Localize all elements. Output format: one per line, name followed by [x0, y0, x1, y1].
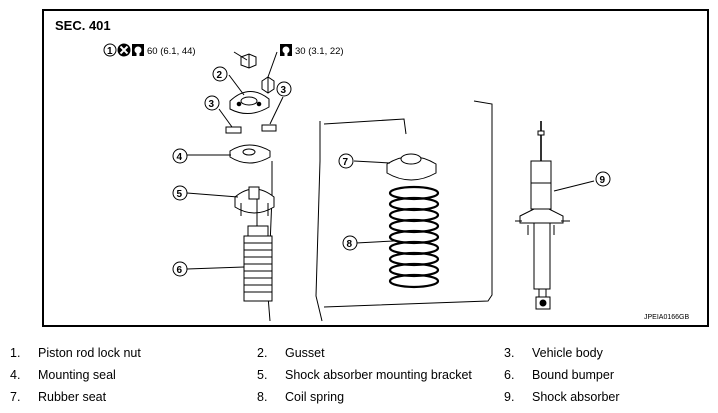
- mounting-seal-drawing: [187, 144, 271, 164]
- torque-spec-row: 1 60 (6.1, 44) 30 (3.1, 22): [103, 43, 344, 57]
- callout-9: 9: [595, 171, 611, 187]
- callout-7: 7: [338, 153, 354, 169]
- bound-bumper-drawing: [186, 225, 273, 302]
- piston-rod-lock-nut-drawing: [233, 51, 257, 69]
- svg-text:4: 4: [177, 152, 183, 163]
- svg-text:6: 6: [177, 265, 183, 276]
- torque-wrench-icon: [280, 44, 292, 56]
- torque-value-2: 30 (3.1, 22): [295, 46, 344, 57]
- legend-number: 2.: [257, 346, 268, 360]
- callout-markers: 2 3 3 4 5 6 7: [172, 66, 611, 277]
- legend-number: 7.: [10, 390, 21, 404]
- callout-6: 6: [172, 261, 188, 277]
- legend-number: 5.: [257, 368, 268, 382]
- image-code: JPEIA0166GB: [644, 314, 689, 321]
- mounting-bracket-drawing: [186, 186, 275, 226]
- legend-label: Gusset: [285, 346, 325, 360]
- callout-4: 4: [172, 148, 188, 164]
- legend-label: Mounting seal: [38, 368, 116, 382]
- callout-2: 2: [212, 66, 228, 82]
- callout-8: 8: [342, 235, 358, 251]
- legend-label: Piston rod lock nut: [38, 346, 141, 360]
- svg-text:7: 7: [343, 157, 349, 168]
- vehicle-body-outline: [267, 100, 493, 322]
- svg-text:2: 2: [217, 70, 223, 81]
- torque-wrench-icon: [132, 44, 144, 56]
- legend-label: Shock absorber mounting bracket: [285, 368, 472, 382]
- legend-number: 9.: [504, 390, 515, 404]
- vehicle-body-tab-right: [261, 96, 284, 132]
- legend-number: 6.: [504, 368, 515, 382]
- legend-number: 1.: [10, 346, 21, 360]
- svg-text:5: 5: [177, 189, 183, 200]
- bumper-bellows: [244, 242, 272, 293]
- svg-text:1: 1: [107, 46, 113, 57]
- legend-number: 3.: [504, 346, 515, 360]
- callout-3-left: 3: [204, 95, 220, 111]
- gusset-drawing: [228, 74, 270, 114]
- diagram-frame: SEC. 401 1 60 (6.1, 44) 30 (3.1,: [42, 9, 709, 327]
- spring-coil-turn: [388, 273, 440, 289]
- coil-spring-drawing: [388, 185, 440, 289]
- torque-value-1: 60 (6.1, 44): [147, 46, 196, 57]
- legend-number: 4.: [10, 368, 21, 382]
- body-nut-drawing: [261, 51, 278, 94]
- callout-5: 5: [172, 185, 188, 201]
- svg-text:3: 3: [209, 99, 215, 110]
- legend-label: Vehicle body: [532, 346, 603, 360]
- rubber-seat-drawing: [353, 153, 437, 181]
- legend-number: 8.: [257, 390, 268, 404]
- legend-label: Coil spring: [285, 390, 345, 404]
- numbered-callout-icon: 1: [103, 43, 117, 57]
- shock-absorber-drawing: [515, 121, 595, 310]
- callout-3-right: 3: [276, 81, 292, 97]
- suspension-exploded-diagram: SEC. 401 1 60 (6.1, 44) 30 (3.1,: [55, 18, 689, 322]
- legend-label: Bound bumper: [532, 368, 615, 382]
- legend-label: Rubber seat: [38, 390, 107, 404]
- section-label: SEC. 401: [55, 18, 111, 33]
- svg-text:9: 9: [600, 175, 606, 186]
- vehicle-body-tab-left: [218, 108, 242, 134]
- svg-text:3: 3: [281, 85, 287, 96]
- svg-text:8: 8: [347, 239, 353, 250]
- do-not-reuse-icon: [117, 43, 131, 57]
- legend-label: Shock absorber: [532, 390, 620, 404]
